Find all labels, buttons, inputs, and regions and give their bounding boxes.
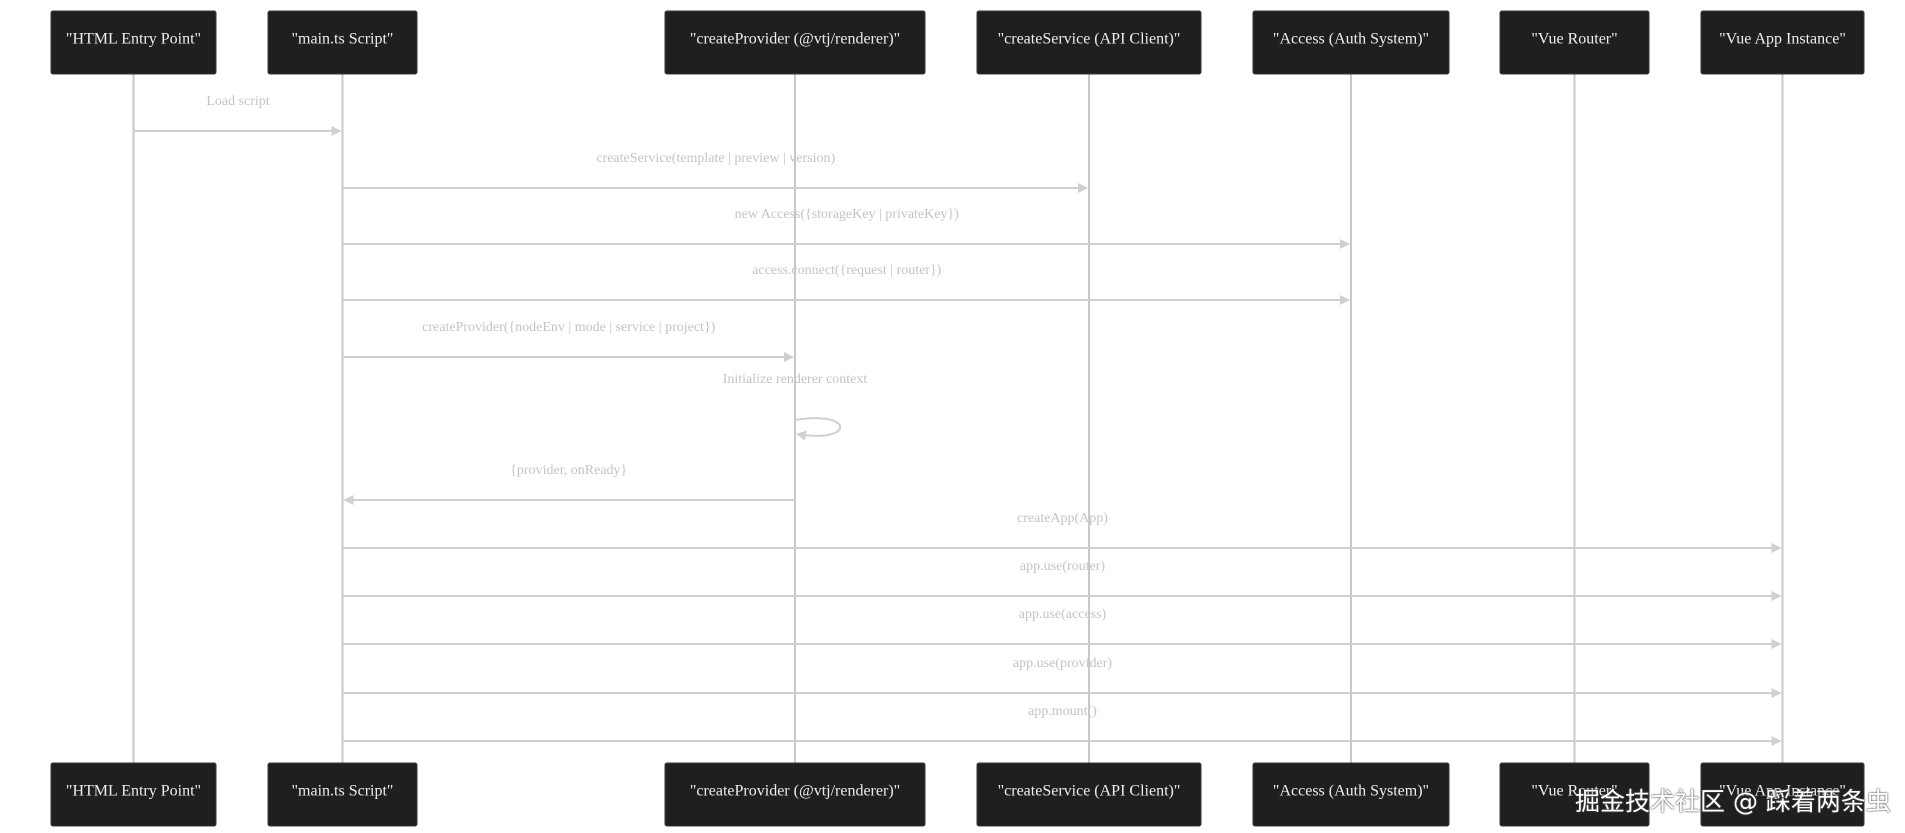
actor-rect: [976, 10, 1202, 75]
message-label: createService(template | preview | versi…: [596, 151, 835, 166]
self-message-arrow: [794, 417, 842, 441]
actor-rect: [1700, 762, 1865, 827]
actor-box-app-bottom: "Vue App Instance": [1700, 762, 1865, 827]
actor-box-access-top: "Access (Auth System)": [1252, 10, 1450, 75]
actor-rect: [50, 762, 217, 827]
actor-label: "Access (Auth System)": [1273, 783, 1429, 800]
actor-label: "createService (API Client)": [998, 783, 1181, 800]
actor-rect: [50, 10, 217, 75]
message-label: new Access({storageKey | privateKey}): [735, 207, 960, 222]
actor-rect: [1499, 762, 1650, 827]
actor-rect: [1499, 10, 1650, 75]
actor-box-html-top: "HTML Entry Point": [50, 10, 217, 75]
actor-label: "HTML Entry Point": [66, 31, 201, 48]
actor-label: "Vue Router": [1531, 783, 1617, 800]
message-label: {provider, onReady}: [510, 463, 627, 478]
actor-box-html-bottom: "HTML Entry Point": [50, 762, 217, 827]
actor-rect: [1700, 10, 1865, 75]
actor-box-app-top: "Vue App Instance": [1700, 10, 1865, 75]
message-label: app.use(router): [1020, 559, 1105, 574]
actor-label: "createService (API Client)": [998, 31, 1181, 48]
actor-label: "main.ts Script": [292, 31, 394, 48]
actor-box-main-bottom: "main.ts Script": [267, 762, 418, 827]
message-label: Load script: [206, 94, 269, 109]
actor-rect: [664, 762, 926, 827]
actor-box-service-top: "createService (API Client)": [976, 10, 1202, 75]
actor-label: "Vue Router": [1531, 31, 1617, 48]
actor-rect: [976, 762, 1202, 827]
actor-label: "createProvider (@vtj/renderer)": [690, 783, 900, 800]
actor-label: "createProvider (@vtj/renderer)": [690, 31, 900, 48]
message-label: Initialize renderer context: [723, 372, 868, 387]
message-label: createApp(App): [1017, 511, 1108, 526]
actor-label: "Vue App Instance": [1719, 783, 1846, 800]
actor-box-access-bottom: "Access (Auth System)": [1252, 762, 1450, 827]
message-label: app.use(access): [1019, 607, 1107, 622]
actor-box-provider-bottom: "createProvider (@vtj/renderer)": [664, 762, 926, 827]
actor-rect: [1252, 762, 1450, 827]
actor-box-main-top: "main.ts Script": [267, 10, 418, 75]
actor-rect: [1252, 10, 1450, 75]
actor-rect: [267, 762, 418, 827]
actor-label: "main.ts Script": [292, 783, 394, 800]
actor-rect: [664, 10, 926, 75]
actor-label: "HTML Entry Point": [66, 783, 201, 800]
actor-box-router-bottom: "Vue Router": [1499, 762, 1650, 827]
actor-box-router-top: "Vue Router": [1499, 10, 1650, 75]
message-label: access.connect({request | router}): [752, 263, 942, 278]
actor-box-service-bottom: "createService (API Client)": [976, 762, 1202, 827]
actor-label: "Access (Auth System)": [1273, 31, 1429, 48]
watermark-text: 掘金技术社区 @ 踩着两条虫: [1575, 787, 1891, 816]
message-label: createProvider({nodeEnv | mode | service…: [422, 320, 716, 335]
message-label: app.use(provider): [1013, 656, 1112, 671]
message-label: app.mount(): [1028, 704, 1097, 719]
actor-rect: [267, 10, 418, 75]
actor-box-provider-top: "createProvider (@vtj/renderer)": [664, 10, 926, 75]
actor-label: "Vue App Instance": [1719, 31, 1846, 48]
